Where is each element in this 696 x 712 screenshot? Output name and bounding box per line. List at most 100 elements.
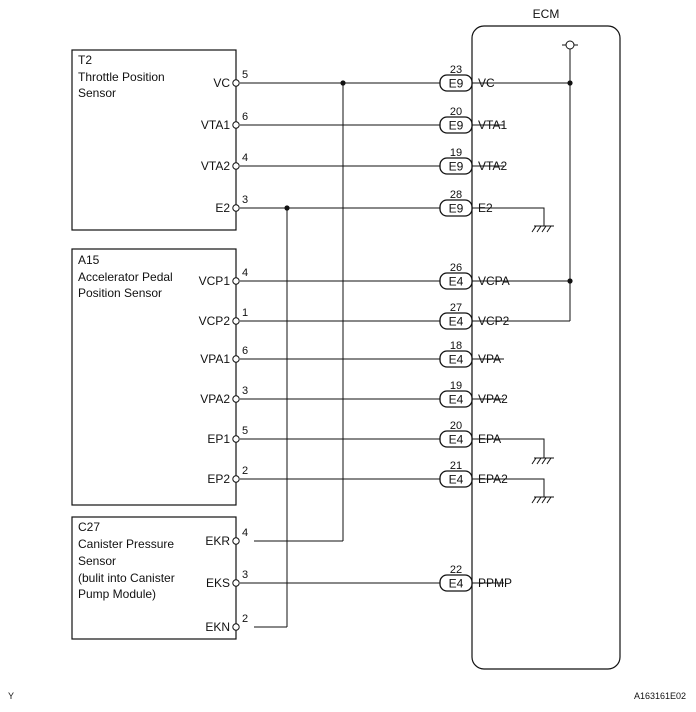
pin-number-ekn: 2 xyxy=(242,613,248,625)
ecm-pin-number-ep2: 21 xyxy=(450,460,462,472)
connector-vcp2 xyxy=(439,312,473,330)
a15-sensor-box xyxy=(71,248,237,506)
connector-label-e2: E9 xyxy=(449,202,464,216)
ecm-label: ECM xyxy=(533,7,560,21)
ecm-pin-number-vta1: 20 xyxy=(450,106,462,118)
pin-number-vcp2: 1 xyxy=(242,307,248,319)
terminal-label-e2: E2 xyxy=(215,201,230,215)
connector-vpa1 xyxy=(439,350,473,368)
connector-label-vta1: E9 xyxy=(449,119,464,133)
ground-icon xyxy=(504,207,554,233)
pin-number-vcp1: 4 xyxy=(242,267,248,279)
connector-vpa2 xyxy=(439,390,473,408)
c27-sensor-box xyxy=(71,516,237,640)
terminal-vcp2 xyxy=(232,317,240,325)
ecm-terminal-label-eks: PPMP xyxy=(478,576,512,590)
ecm-terminal-label-vcp2: VCP2 xyxy=(478,314,510,328)
connector-label-eks: E4 xyxy=(449,577,464,591)
terminal-label-ekn: EKN xyxy=(205,620,230,634)
power-supply-icon xyxy=(562,40,578,50)
c27-ref: C27 xyxy=(78,520,100,534)
connector-label-ep1: E4 xyxy=(449,433,464,447)
ecm-pin-number-vpa1: 18 xyxy=(450,340,462,352)
connector-label-vcp2: E4 xyxy=(449,315,464,329)
ground-icon xyxy=(506,478,554,504)
connector-vta1 xyxy=(439,116,473,134)
ecm-pin-number-eks: 22 xyxy=(450,564,462,576)
ecm-terminal-label-vc: VC xyxy=(478,76,495,90)
terminal-ep2 xyxy=(232,475,240,483)
connector-label-ep2: E4 xyxy=(449,473,464,487)
ecm-pin-number-e2: 28 xyxy=(450,189,462,201)
ecm-pin-number-ep1: 20 xyxy=(450,420,462,432)
ecm-pin-number-vc: 23 xyxy=(450,64,462,76)
terminal-label-vpa2: VPA2 xyxy=(200,392,230,406)
c27-title-line-2: Sensor xyxy=(78,554,116,568)
pin-number-eks: 3 xyxy=(242,569,248,581)
a15-ref: A15 xyxy=(78,253,100,267)
ecm-pin-number-vcp2: 27 xyxy=(450,302,462,314)
pin-number-vpa1: 6 xyxy=(242,345,248,357)
terminal-ekn xyxy=(232,623,240,631)
footer-left-label: Y xyxy=(8,691,14,701)
ecm-terminal-label-e2: E2 xyxy=(478,201,493,215)
pin-number-e2: 3 xyxy=(242,194,248,206)
ecm-terminal-label-ep1: EPA xyxy=(478,432,501,446)
connector-ep1 xyxy=(439,430,473,448)
connector-label-vc: E9 xyxy=(449,77,464,91)
connector-vcp1 xyxy=(439,272,473,290)
a15-title-line-2: Position Sensor xyxy=(78,286,162,300)
t2-title-line-1: Throttle Position xyxy=(78,70,165,84)
terminal-ep1 xyxy=(232,435,240,443)
terminal-e2 xyxy=(232,204,240,212)
ecm-box xyxy=(471,25,621,670)
pin-number-vc: 5 xyxy=(242,69,248,81)
ecm-terminal-label-vpa1: VPA xyxy=(478,352,501,366)
terminal-ekr xyxy=(232,537,240,545)
connector-vc xyxy=(439,74,473,92)
terminal-label-vcp1: VCP1 xyxy=(199,274,231,288)
ecm-terminal-label-vta2: VTA2 xyxy=(478,159,507,173)
terminal-vta1 xyxy=(232,121,240,129)
terminal-label-ekr: EKR xyxy=(205,534,230,548)
c27-title-line-1: Canister Pressure xyxy=(78,537,174,551)
terminal-label-vta2: VTA2 xyxy=(201,159,230,173)
t2-title-line-2: Sensor xyxy=(78,86,116,100)
connector-e2 xyxy=(439,199,473,217)
ecm-pin-number-vcp1: 26 xyxy=(450,262,462,274)
c27-title-line-4: Pump Module) xyxy=(78,587,156,601)
connector-eks xyxy=(439,574,473,592)
pin-number-ekr: 4 xyxy=(242,527,248,539)
pin-number-vpa2: 3 xyxy=(242,385,248,397)
pin-number-ep1: 5 xyxy=(242,425,248,437)
a15-title-line-1: Accelerator Pedal xyxy=(78,270,173,284)
terminal-vpa1 xyxy=(232,355,240,363)
terminal-label-vta1: VTA1 xyxy=(201,118,230,132)
terminal-label-vc: VC xyxy=(213,76,230,90)
terminal-vta2 xyxy=(232,162,240,170)
ecm-terminal-label-vta1: VTA1 xyxy=(478,118,507,132)
terminal-label-vpa1: VPA1 xyxy=(200,352,230,366)
terminal-vc xyxy=(232,79,240,87)
terminal-vpa2 xyxy=(232,395,240,403)
t2-ref: T2 xyxy=(78,53,92,67)
terminal-label-vcp2: VCP2 xyxy=(199,314,231,328)
c27-title-line-3: (bulit into Canister xyxy=(78,571,175,585)
connector-label-vpa1: E4 xyxy=(449,353,464,367)
pin-number-vta2: 4 xyxy=(242,152,248,164)
terminal-label-ep1: EP1 xyxy=(207,432,230,446)
pin-number-ep2: 2 xyxy=(242,465,248,477)
connector-ep2 xyxy=(439,470,473,488)
ecm-pin-number-vta2: 19 xyxy=(450,147,462,159)
connector-label-vta2: E9 xyxy=(449,160,464,174)
connector-label-vpa2: E4 xyxy=(449,393,464,407)
connector-vta2 xyxy=(439,157,473,175)
ecm-terminal-label-ep2: EPA2 xyxy=(478,472,508,486)
terminal-eks xyxy=(232,579,240,587)
connector-label-vcp1: E4 xyxy=(449,275,464,289)
ecm-pin-number-vpa2: 19 xyxy=(450,380,462,392)
ecm-terminal-label-vpa2: VPA2 xyxy=(478,392,508,406)
ground-icon xyxy=(506,438,554,465)
